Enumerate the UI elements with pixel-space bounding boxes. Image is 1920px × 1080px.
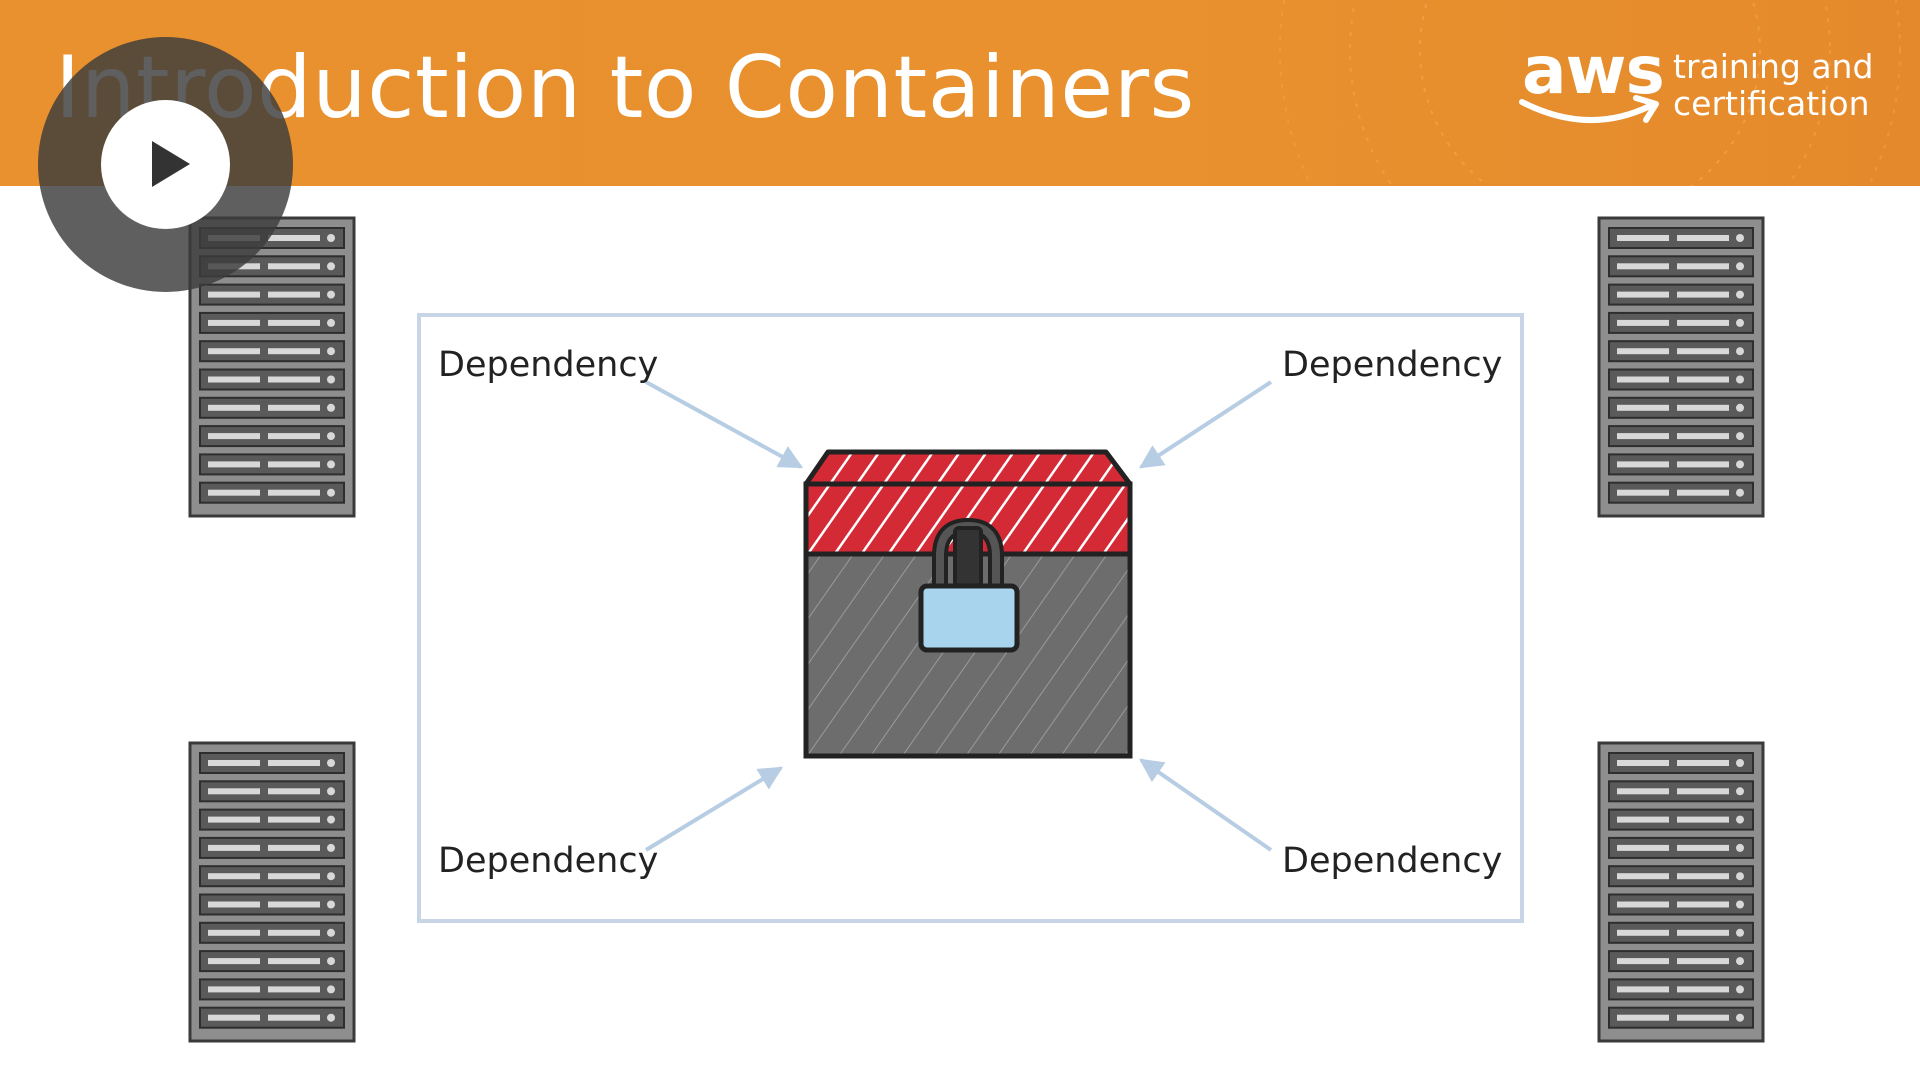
dependency-label-top-left: Dependency: [438, 345, 659, 385]
arrow-bottom-left: [644, 766, 784, 852]
container-box-illustration: [803, 449, 1133, 759]
server-rack-bottom-left: [188, 741, 356, 1043]
aws-logo-text: aws: [1522, 32, 1665, 109]
server-rack-top-right: [1597, 216, 1765, 518]
tagline-line-1: training and: [1673, 47, 1874, 86]
play-button[interactable]: [101, 100, 230, 229]
brand-tagline: training and certification: [1673, 48, 1873, 122]
dependency-label-top-right: Dependency: [1282, 345, 1503, 385]
aws-logo: aws: [1518, 32, 1668, 138]
arrow-top-right: [1138, 380, 1273, 469]
server-rack-bottom-right: [1597, 741, 1765, 1043]
arrow-top-left: [645, 380, 804, 469]
dependency-frame: [417, 313, 1524, 923]
arrow-bottom-right: [1139, 758, 1273, 852]
padlock-icon: [918, 517, 1020, 653]
aws-smile-icon: [1519, 95, 1659, 123]
tagline-line-2: certification: [1673, 84, 1870, 123]
dependency-label-bottom-right: Dependency: [1282, 841, 1503, 881]
dependency-label-bottom-left: Dependency: [438, 841, 659, 881]
container-lid-top: [803, 449, 1133, 487]
header-decoration: [1279, 0, 1901, 186]
video-play-overlay[interactable]: [38, 37, 293, 292]
play-icon: [152, 141, 190, 187]
server-rack-top-left: [188, 216, 356, 518]
